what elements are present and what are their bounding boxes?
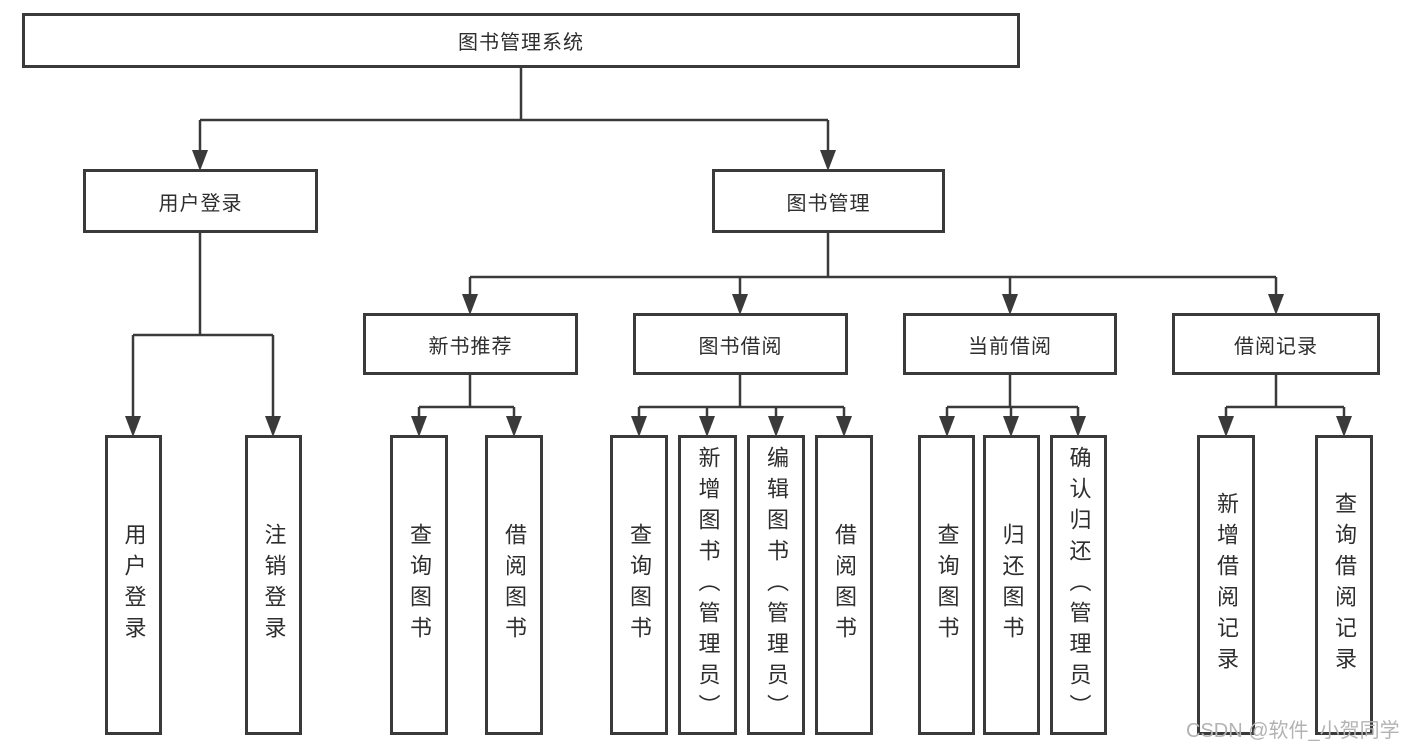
node-leaf-borrow-book-borrow: 借阅图书 — [815, 435, 873, 735]
node-label: 借阅记录 — [1234, 335, 1318, 358]
node-leaf-confirm-return-admin: 确认归还（管理员） — [1050, 435, 1107, 735]
node-label: 新增图书（管理员） — [695, 445, 721, 725]
node-label: 归还图书 — [999, 523, 1025, 647]
edge-book-mgmt-children — [462, 233, 1284, 315]
edge-current-borrow-children — [939, 375, 1086, 437]
node-user-login-branch: 用户登录 — [83, 169, 318, 233]
edge-new-book-rec-children — [411, 375, 522, 437]
node-leaf-user-login: 用户登录 — [105, 435, 162, 735]
node-label: 查询图书 — [934, 523, 960, 647]
node-label: 借阅图书 — [502, 523, 527, 647]
node-label: 编辑图书（管理员） — [764, 445, 789, 725]
node-leaf-add-borrow-record: 新增借阅记录 — [1197, 435, 1255, 735]
node-label: 注销登录 — [261, 523, 287, 647]
node-label: 用户登录 — [158, 192, 243, 215]
node-label: 图书管理系统 — [458, 32, 584, 54]
node-book-management-branch: 图书管理 — [712, 169, 945, 233]
node-label: 查询图书 — [627, 523, 652, 647]
node-leaf-add-book-admin: 新增图书（管理员） — [678, 435, 737, 735]
node-label: 图书借阅 — [698, 335, 783, 358]
node-borrowing-records: 借阅记录 — [1172, 313, 1380, 375]
node-label: 借阅图书 — [832, 523, 857, 647]
node-label: 用户登录 — [121, 523, 147, 647]
node-leaf-edit-book-admin: 编辑图书（管理员） — [747, 435, 805, 735]
edge-book-borrow-children — [631, 375, 852, 437]
node-root-library-system: 图书管理系统 — [22, 13, 1020, 68]
node-new-book-recommend: 新书推荐 — [363, 313, 578, 375]
node-label: 查询图书 — [407, 523, 432, 647]
edge-borrow-records-children — [1218, 375, 1352, 437]
node-leaf-borrow-book-recommend: 借阅图书 — [485, 435, 543, 735]
node-current-borrowing: 当前借阅 — [903, 313, 1117, 375]
node-leaf-query-book-recommend: 查询图书 — [390, 435, 448, 735]
edge-user-login-children — [125, 233, 281, 437]
node-label: 图书管理 — [786, 192, 871, 215]
edge-root-children — [192, 68, 836, 171]
node-label: 新书推荐 — [428, 335, 513, 358]
watermark: CSDN @软件_小贺同学 — [1186, 720, 1400, 742]
node-label: 确认归还（管理员） — [1066, 445, 1092, 725]
node-label: 当前借阅 — [968, 335, 1052, 358]
node-leaf-query-book-borrow: 查询图书 — [610, 435, 668, 735]
node-leaf-query-book-current: 查询图书 — [918, 435, 975, 735]
node-label: 新增借阅记录 — [1214, 492, 1239, 678]
node-book-borrowing: 图书借阅 — [633, 313, 848, 375]
node-leaf-query-borrow-record: 查询借阅记录 — [1315, 435, 1373, 735]
node-leaf-logout: 注销登录 — [245, 435, 302, 735]
node-leaf-return-book: 归还图书 — [983, 435, 1040, 735]
node-label: 查询借阅记录 — [1332, 492, 1357, 678]
